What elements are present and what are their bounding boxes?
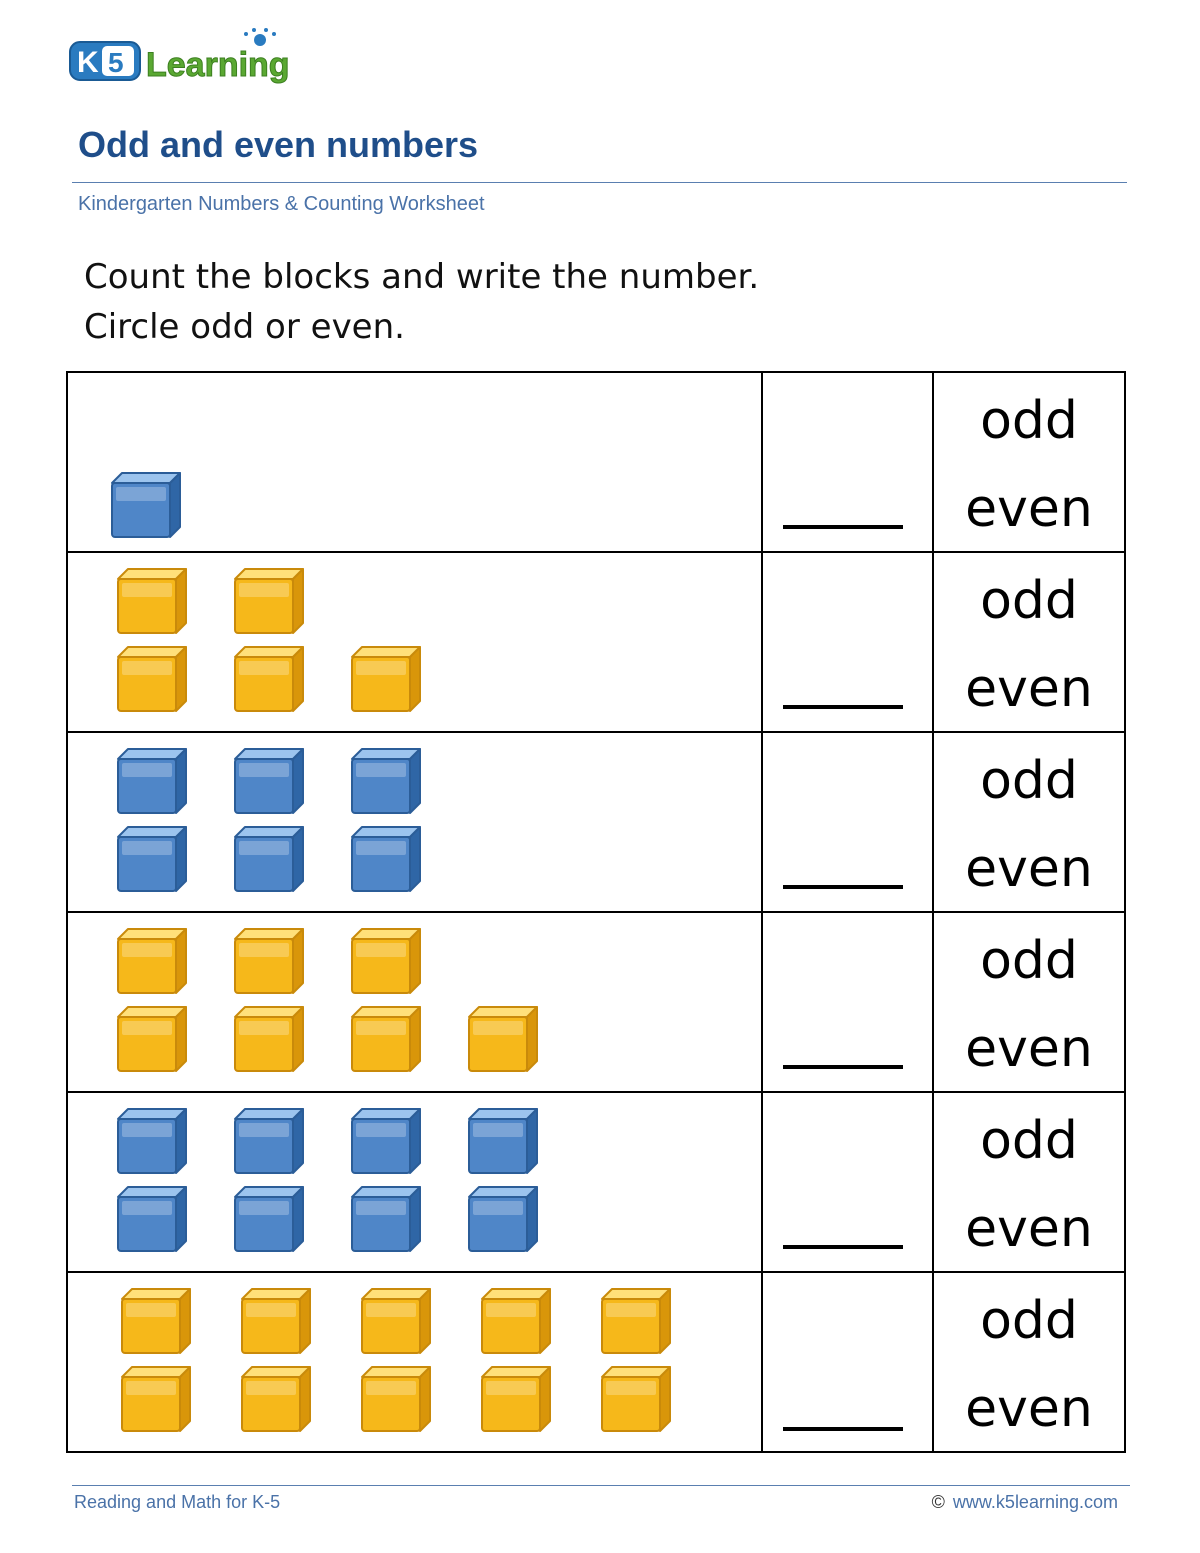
blue-block-icon	[116, 745, 188, 815]
yellow-block-icon	[233, 565, 305, 635]
odd-option[interactable]: odd	[980, 571, 1078, 631]
choice-cell: odd even	[934, 733, 1124, 911]
blocks-cell	[68, 733, 763, 911]
yellow-block-icon	[120, 1363, 192, 1433]
blocks-cell	[68, 1093, 763, 1271]
choice-cell: odd even	[934, 913, 1124, 1091]
yellow-block-icon	[360, 1285, 432, 1355]
yellow-block-icon	[600, 1363, 672, 1433]
choice-cell: odd even	[934, 553, 1124, 731]
answer-cell	[763, 733, 934, 911]
svg-text:5: 5	[108, 47, 124, 78]
worksheet-row-5: odd even	[68, 1093, 1124, 1273]
blocks-cell	[68, 1273, 763, 1453]
yellow-block-icon	[233, 1003, 305, 1073]
worksheet-row-1: odd even	[68, 373, 1124, 553]
odd-option[interactable]: odd	[980, 1291, 1078, 1351]
blue-block-icon	[233, 1105, 305, 1175]
worksheet-row-2: odd even	[68, 553, 1124, 733]
yellow-block-icon	[240, 1363, 312, 1433]
yellow-block-icon	[116, 1003, 188, 1073]
choice-cell: odd even	[934, 1093, 1124, 1271]
worksheet-row-6: odd even	[68, 1273, 1124, 1453]
even-option[interactable]: even	[965, 839, 1093, 899]
copyright-icon: ©	[931, 1492, 945, 1512]
yellow-block-icon	[120, 1285, 192, 1355]
blocks-cell	[68, 913, 763, 1091]
blue-block-icon	[467, 1105, 539, 1175]
svg-text:K: K	[77, 46, 99, 79]
blue-block-icon	[116, 823, 188, 893]
answer-cell	[763, 913, 934, 1091]
worksheet-row-3: odd even	[68, 733, 1124, 913]
even-option[interactable]: even	[965, 1019, 1093, 1079]
blue-block-icon	[110, 469, 182, 539]
yellow-block-icon	[116, 643, 188, 713]
blue-block-icon	[233, 745, 305, 815]
footer-website: © www.k5learning.com	[932, 1492, 1118, 1513]
answer-blank[interactable]	[783, 1065, 903, 1069]
worksheet-row-4: odd even	[68, 913, 1124, 1093]
choice-cell: odd even	[934, 1273, 1124, 1453]
answer-blank[interactable]	[783, 705, 903, 709]
instruction-line-2: Circle odd or even.	[84, 307, 405, 347]
blocks-cell	[68, 553, 763, 731]
worksheet-table: odd even odd even odd even odd even	[66, 371, 1126, 1453]
even-option[interactable]: even	[965, 1379, 1093, 1439]
blue-block-icon	[116, 1183, 188, 1253]
page-title: Odd and even numbers	[78, 124, 479, 165]
even-option[interactable]: even	[965, 659, 1093, 719]
even-option[interactable]: even	[965, 479, 1093, 539]
worksheet-subtitle: Kindergarten Numbers & Counting Workshee…	[78, 193, 485, 215]
yellow-block-icon	[480, 1285, 552, 1355]
answer-blank[interactable]	[783, 525, 903, 529]
blue-block-icon	[233, 1183, 305, 1253]
choice-cell: odd even	[934, 373, 1124, 551]
answer-cell	[763, 1093, 934, 1271]
blue-block-icon	[467, 1183, 539, 1253]
answer-blank[interactable]	[783, 1245, 903, 1249]
yellow-block-icon	[480, 1363, 552, 1433]
odd-option[interactable]: odd	[980, 931, 1078, 991]
blue-block-icon	[116, 1105, 188, 1175]
blue-block-icon	[350, 823, 422, 893]
yellow-block-icon	[467, 1003, 539, 1073]
yellow-block-icon	[600, 1285, 672, 1355]
instructions: Count the blocks and write the number. C…	[84, 252, 759, 352]
yellow-block-icon	[233, 643, 305, 713]
answer-cell	[763, 1273, 934, 1453]
answer-blank[interactable]	[783, 1427, 903, 1431]
yellow-block-icon	[350, 643, 422, 713]
website-link[interactable]: www.k5learning.com	[952, 1492, 1118, 1512]
footer-divider	[72, 1485, 1130, 1486]
k5-learning-logo: K 5 Learning	[69, 28, 290, 85]
answer-cell	[763, 373, 934, 551]
title-divider	[72, 182, 1127, 183]
blue-block-icon	[233, 823, 305, 893]
odd-option[interactable]: odd	[980, 391, 1078, 451]
even-option[interactable]: even	[965, 1199, 1093, 1259]
yellow-block-icon	[350, 925, 422, 995]
yellow-block-icon	[233, 925, 305, 995]
blue-block-icon	[350, 1105, 422, 1175]
blue-block-icon	[350, 1183, 422, 1253]
answer-blank[interactable]	[783, 885, 903, 889]
yellow-block-icon	[116, 565, 188, 635]
yellow-block-icon	[240, 1285, 312, 1355]
yellow-block-icon	[116, 925, 188, 995]
blue-block-icon	[350, 745, 422, 815]
svg-text:Learning: Learning	[146, 46, 290, 84]
odd-option[interactable]: odd	[980, 1111, 1078, 1171]
yellow-block-icon	[350, 1003, 422, 1073]
answer-cell	[763, 553, 934, 731]
odd-option[interactable]: odd	[980, 751, 1078, 811]
yellow-block-icon	[360, 1363, 432, 1433]
footer-tagline: Reading and Math for K-5	[74, 1492, 281, 1512]
blocks-cell	[68, 373, 763, 551]
instruction-line-1: Count the blocks and write the number.	[84, 257, 760, 297]
